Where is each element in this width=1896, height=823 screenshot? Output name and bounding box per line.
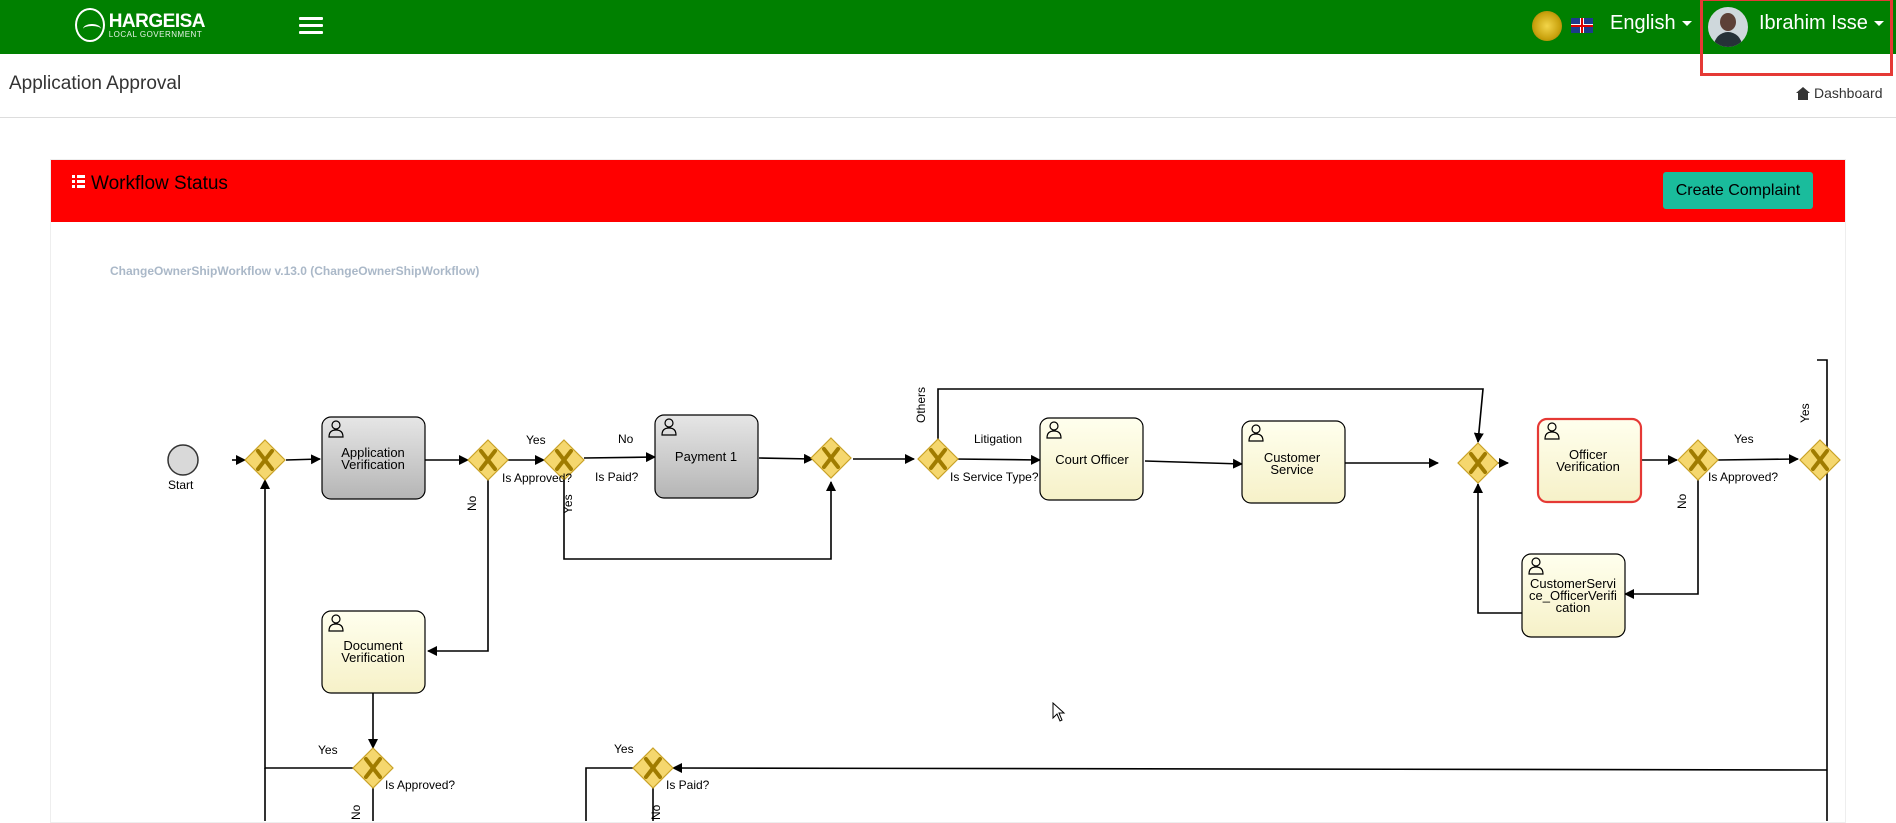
divider (0, 117, 1896, 118)
svg-text:ce_OfficerVerifi: ce_OfficerVerifi (1529, 588, 1617, 603)
task-document-verification[interactable]: Document Verification (321, 610, 426, 694)
edge-label-no: No (649, 804, 663, 820)
mouse-cursor-icon (1052, 702, 1066, 722)
create-complaint-button[interactable]: Create Complaint (1663, 172, 1813, 209)
avatar[interactable] (1708, 7, 1748, 47)
gateway-label-approved-4: Is Approved? (385, 778, 455, 792)
user-menu-dropdown[interactable]: Ibrahim Isse (1759, 12, 1884, 35)
gateway-label-approved-1: Is Approved? (502, 471, 572, 485)
svg-text:cation: cation (1556, 600, 1591, 615)
workflow-diagram: ChangeOwnerShipWorkflow v.13.0 (ChangeOw… (110, 264, 1842, 821)
start-event (167, 444, 199, 476)
task-customer-service-officer-verification[interactable]: CustomerServi ce_OfficerVerifi cation (1521, 553, 1626, 638)
chevron-down-icon (1873, 21, 1884, 27)
language-label: English (1610, 12, 1676, 34)
gateway-label-service-type: Is Service Type? (950, 470, 1039, 484)
task-court-officer[interactable]: Court Officer (1039, 417, 1144, 501)
user-highlight-box (1700, 0, 1893, 76)
edge-label-no: No (465, 495, 479, 511)
svg-text:Document: Document (343, 638, 403, 653)
card-header: Workflow Status Create Complaint (51, 160, 1845, 222)
edge-label-yes: Yes (526, 433, 546, 447)
page-title: Application Approval (9, 73, 182, 94)
workflow-name: ChangeOwnerShipWorkflow v.13.0 (ChangeOw… (110, 264, 479, 278)
gateway-merge-2 (809, 436, 853, 480)
svg-text:Verification: Verification (341, 457, 405, 472)
user-name: Ibrahim Isse (1759, 12, 1868, 34)
edge-label-yes: Yes (1734, 432, 1754, 446)
gateway-label-paid-1: Is Paid? (595, 470, 639, 484)
home-icon (1796, 86, 1810, 100)
svg-text:Customer: Customer (1264, 450, 1321, 465)
uk-flag-icon (1571, 18, 1593, 33)
gateway-label-approved-2: Is Approved? (1708, 470, 1778, 484)
edge-label-others: Others (914, 387, 928, 423)
svg-text:CustomerServi: CustomerServi (1530, 576, 1616, 591)
emblem-icon (1532, 11, 1562, 41)
svg-text:Application: Application (341, 445, 405, 460)
edge-label-yes: Yes (614, 742, 634, 756)
gateway-merge-1 (243, 438, 287, 482)
edge-label-yes: Yes (1798, 403, 1812, 423)
hargeisa-logo[interactable]: HARGEISA LOCAL GOVERNMENT (75, 4, 206, 46)
start-label: Start (168, 478, 194, 492)
task-customer-service[interactable]: Customer Service (1241, 420, 1346, 504)
svg-text:Verification: Verification (1556, 459, 1620, 474)
gateway-label-paid-2: Is Paid? (666, 778, 710, 792)
chevron-down-icon (1681, 21, 1692, 27)
edge-label-litigation: Litigation (974, 432, 1022, 446)
top-navbar: HARGEISA LOCAL GOVERNMENT English Ibrahi… (0, 0, 1896, 54)
breadcrumb-dashboard[interactable]: Dashboard (1814, 85, 1883, 101)
svg-text:Service: Service (1270, 462, 1313, 477)
breadcrumb[interactable]: Dashboard (1796, 85, 1883, 101)
logo-subtitle: LOCAL GOVERNMENT (108, 29, 203, 39)
logo-title: HARGEISA (108, 10, 206, 32)
svg-text:Officer: Officer (1569, 447, 1608, 462)
list-icon (72, 175, 85, 188)
svg-text:Payment 1: Payment 1 (675, 449, 737, 464)
gateway-approved-3 (1798, 438, 1842, 482)
card-title: Workflow Status (91, 173, 228, 194)
language-dropdown[interactable]: English (1610, 12, 1692, 35)
edge-label-yes: Yes (561, 494, 575, 514)
svg-text:Verification: Verification (341, 650, 405, 665)
edge-label-no: No (1675, 493, 1689, 509)
logo-emblem-icon (75, 8, 105, 42)
edge-label-no: No (349, 804, 363, 820)
edge-label-yes: Yes (318, 743, 338, 757)
workflow-edges (232, 359, 1828, 821)
menu-icon[interactable] (299, 17, 323, 35)
task-payment-1[interactable]: Payment 1 (654, 414, 759, 499)
edge-label-no: No (618, 432, 634, 446)
task-officer-verification[interactable]: Officer Verification (1536, 417, 1643, 504)
task-application-verification[interactable]: Application Verification (321, 416, 426, 500)
svg-text:Court Officer: Court Officer (1055, 452, 1129, 467)
gateway-merge-3 (1456, 441, 1500, 485)
